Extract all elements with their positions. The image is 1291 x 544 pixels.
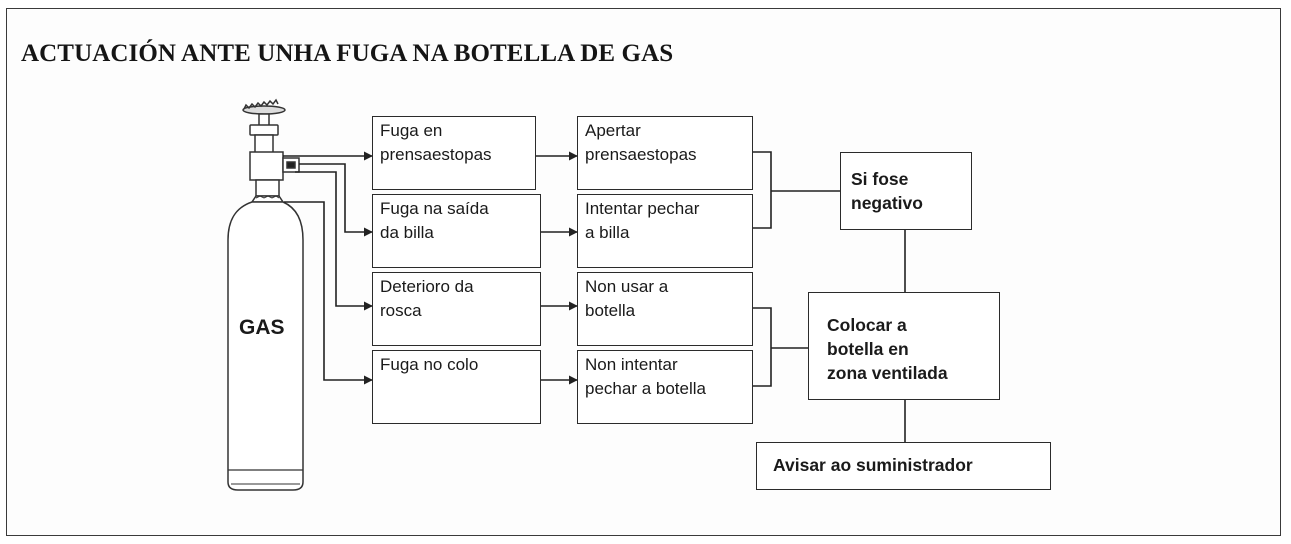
cause-box-valve-outlet-leak: Fuga na saída da billa xyxy=(372,194,541,268)
action-box-tighten-gland: Apertar prensaestopas xyxy=(577,116,753,190)
if-negative-box: Si fose negativo xyxy=(840,152,972,230)
cause-box-gland-leak: Fuga en prensaestopas xyxy=(372,116,536,190)
cause-box-thread-damage: Deterioro da rosca xyxy=(372,272,541,346)
connector-lines xyxy=(283,151,906,442)
gas-cylinder-illustration xyxy=(227,98,304,491)
cause-box-neck-leak: Fuga no colo xyxy=(372,350,541,424)
action-box-close-valve: Intentar pechar a billa xyxy=(577,194,753,268)
ventilate-box: Colocar a botella en zona ventilada xyxy=(808,292,1000,400)
action-box-do-not-close: Non intentar pechar a botella xyxy=(577,350,753,424)
notify-supplier-box: Avisar ao suministrador xyxy=(756,442,1051,490)
action-box-do-not-use: Non usar a botella xyxy=(577,272,753,346)
cylinder-gas-label: GAS xyxy=(239,316,285,339)
diagram-title: ACTUACIÓN ANTE UNHA FUGA NA BOTELLA DE G… xyxy=(21,40,674,67)
